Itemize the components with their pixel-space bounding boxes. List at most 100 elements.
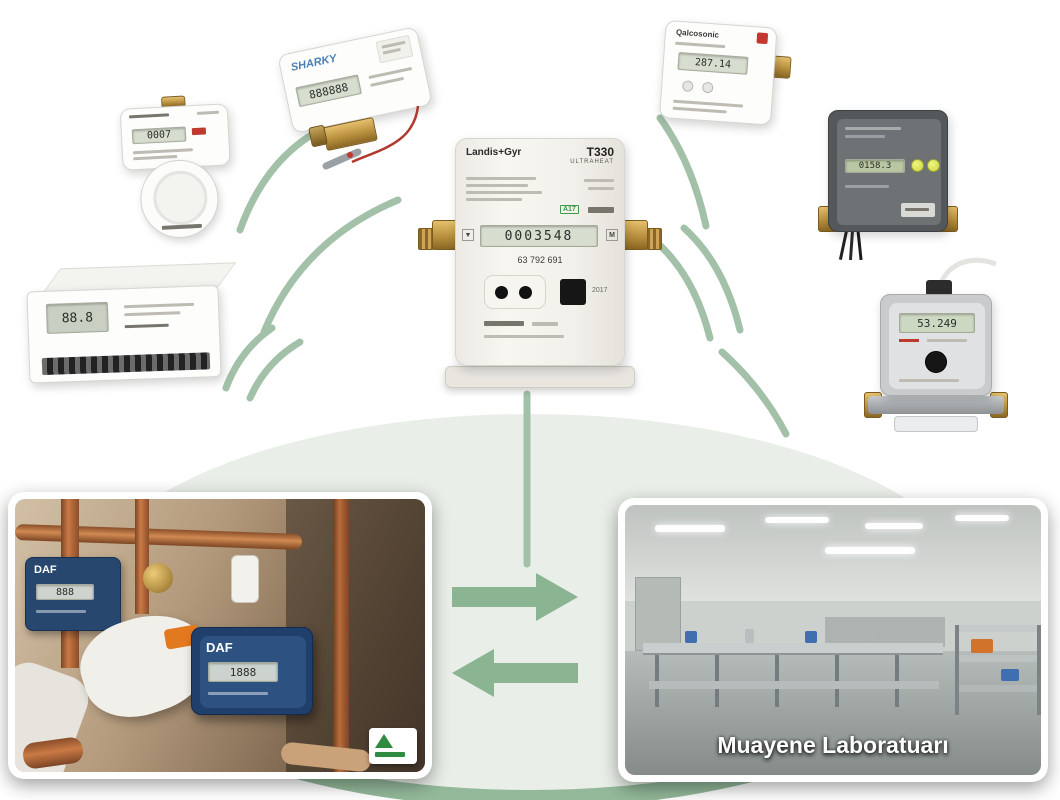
temperature-probe [322, 148, 362, 170]
label-bar [672, 106, 727, 114]
front-panel: 53.249 [889, 303, 985, 389]
arrow-right-icon [452, 573, 578, 621]
bench-equipment-blue [805, 631, 817, 643]
ceiling-light [825, 547, 915, 554]
label-bar [128, 113, 170, 119]
button [701, 81, 714, 94]
wall-mounted-calculator: 88.8 [24, 260, 239, 409]
blue-item [1001, 669, 1019, 681]
cable-connector [926, 280, 952, 296]
brand-label: Landis+Gyr [466, 147, 522, 158]
lcd-value: 0158.3 [858, 161, 892, 171]
logo-triangle [375, 734, 393, 748]
meter-base [445, 366, 635, 388]
lcd-display: 888 [36, 584, 94, 600]
lcd-value: 287.14 [694, 56, 732, 71]
year-label: 2017 [592, 287, 608, 294]
lcd-marker-left: ▼ [462, 229, 474, 241]
lower-right-meter: 53.249 [864, 252, 1008, 440]
front-panel: 0158.3 [837, 119, 941, 225]
arc-connector [718, 348, 790, 438]
round-button [925, 351, 947, 373]
mounting-flange [894, 416, 978, 432]
daf-brand-label: DAF [206, 640, 233, 655]
daf-meter-small: DAF 888 [25, 557, 121, 631]
ceiling-light [655, 525, 725, 532]
lcd-value: 88.8 [61, 309, 94, 326]
ce-mark-bar [532, 322, 558, 326]
daf-brand-label: DAF [34, 564, 57, 576]
terminal-strip [41, 352, 211, 376]
qalcosonic-brand-label: Qalcosonic [675, 27, 720, 40]
copper-pipe-horizontal [15, 523, 303, 551]
label-bar [196, 110, 220, 115]
red-label-bar [899, 339, 919, 342]
spec-bar [484, 335, 564, 338]
rack-shelf [955, 655, 1041, 662]
meter-face: DAF 1888 [200, 636, 306, 708]
lcd-value: 0003548 [504, 228, 574, 244]
copper-pipe-vertical [333, 499, 349, 772]
bench-equipment [745, 629, 754, 643]
back-equipment [825, 617, 945, 647]
installation-scene: DAF 888 DAF 1888 [15, 499, 425, 772]
white-valve-cap [231, 555, 259, 603]
model-block: T330 ULTRAHEAT [570, 145, 614, 165]
label-bar [132, 148, 193, 155]
label-bar [905, 208, 929, 211]
label-bar [845, 127, 901, 130]
lcd-display: 1888 [208, 662, 278, 682]
qalcosonic-meter: Qalcosonic 287.14 [650, 11, 793, 142]
ceiling-light [765, 517, 829, 523]
brass-valve-knob [143, 563, 173, 593]
photo-caption-row: Muayene Laboratuarı [625, 732, 1041, 759]
rack-leg [1037, 625, 1041, 715]
lcd-display: 53.249 [899, 313, 975, 333]
label-bar [673, 99, 744, 108]
door [635, 577, 681, 651]
optical-port-dot [495, 286, 508, 299]
flow-sensor-housing [138, 157, 221, 240]
temperature-probe-wire [322, 105, 420, 170]
installer-logo [369, 728, 417, 764]
steel-rack [955, 625, 1041, 715]
rack-shelf [955, 685, 1041, 692]
arc-connector [246, 338, 304, 402]
ce-mark-bar [161, 223, 202, 230]
label-bar [927, 339, 967, 342]
laboratory-photo: Muayene Laboratuarı [618, 498, 1048, 782]
optical-port-dot [519, 286, 532, 299]
lcd-value: 0007 [146, 129, 172, 142]
ce-mark-bar [484, 321, 524, 326]
yellow-button [911, 159, 924, 172]
copper-pipe-vertical [135, 499, 149, 614]
lcd-display: 88.8 [45, 301, 109, 334]
heat-meter-top-left: 0007 [114, 93, 240, 251]
front-face: 88.8 [26, 284, 222, 384]
approval-mark: A17 [560, 205, 579, 214]
lcd-display: 0158.3 [845, 159, 905, 173]
main-lcd-display: 0003548 [480, 225, 598, 247]
yellow-button [927, 159, 940, 172]
model-sticker [901, 203, 935, 217]
model-label: T330 [586, 145, 614, 159]
spec-bar [466, 184, 528, 187]
lcd-display: 287.14 [677, 51, 749, 75]
center-ultraheat-meter: Landis+Gyr T330 ULTRAHEAT A17 ▼ 0003548 … [418, 128, 662, 392]
label-bar [124, 323, 169, 329]
sensor-ring [151, 169, 209, 227]
flow-tube [868, 396, 1004, 414]
optical-interface [484, 275, 546, 309]
lcd-value: 53.249 [917, 316, 957, 330]
approval-bar [588, 207, 614, 213]
label-bar [124, 311, 181, 317]
cable [848, 229, 855, 261]
test-bench [643, 643, 943, 655]
spec-bar [584, 179, 614, 182]
meter-housing: 53.249 [880, 294, 992, 396]
label-bar [675, 41, 726, 49]
label-bar [123, 302, 195, 309]
button [681, 80, 694, 93]
sharky-meter-assembly: SHARKY 888888 [266, 14, 451, 194]
